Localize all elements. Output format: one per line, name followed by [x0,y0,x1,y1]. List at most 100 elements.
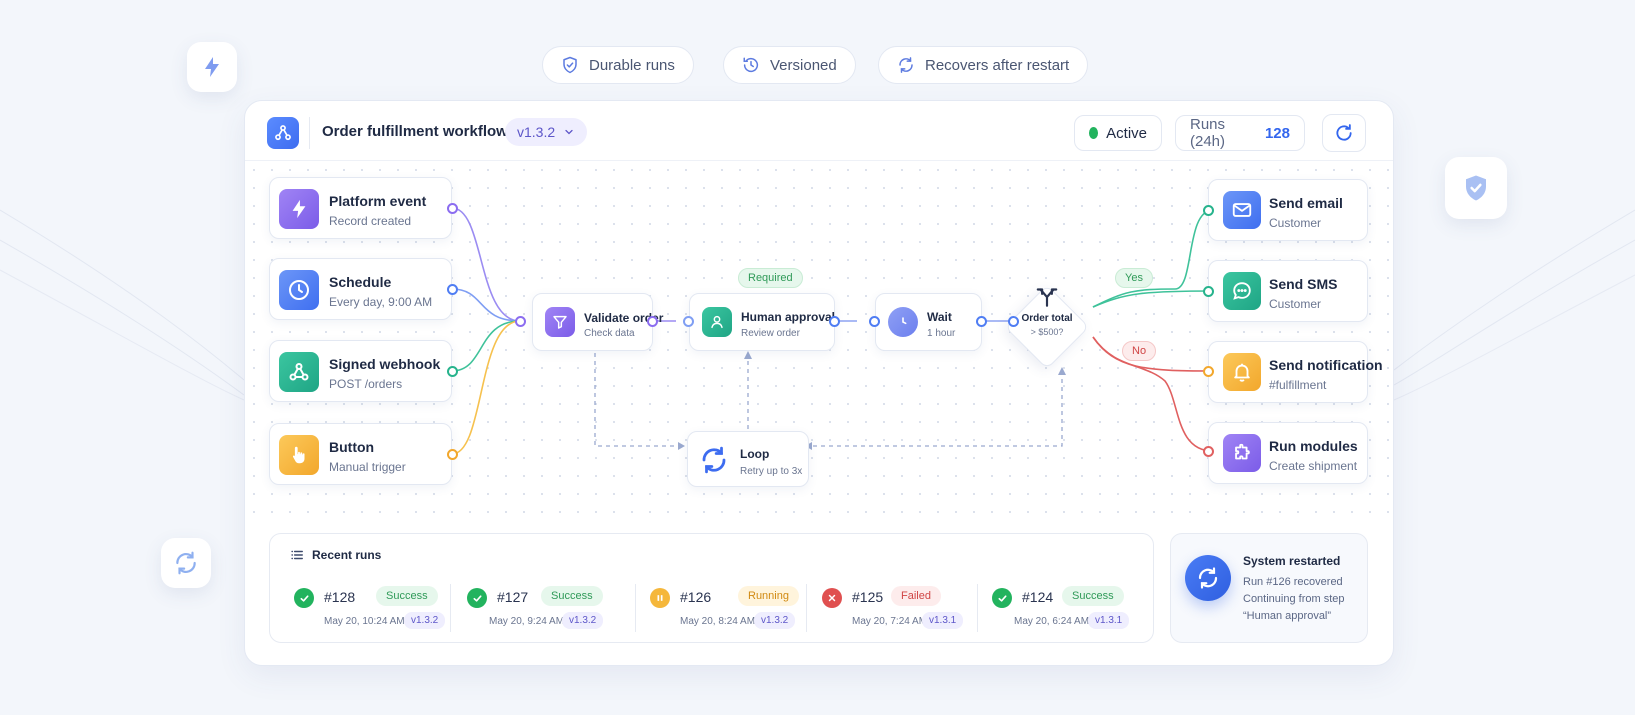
filter-icon [553,315,567,329]
success-icon [294,588,314,608]
run-item[interactable]: #128 Success May 20, 10:24 AM v1.3.2 [294,582,464,632]
trigger-icon-box [279,270,319,310]
status-dot [1089,127,1099,139]
runs-counter[interactable]: Runs (24h) 128 [1175,115,1305,151]
step-subtitle: 1 hour [927,328,956,339]
run-divider [806,584,807,632]
run-date: May 20, 7:24 AM [852,616,928,627]
trigger-subtitle: Record created [329,214,412,228]
version-select[interactable]: v1.3.2 [505,118,588,146]
run-divider [635,584,636,632]
action-subtitle: Customer [1269,297,1322,311]
trigger-signed-webhook[interactable]: Signed webhook POST /orders [269,340,452,402]
action-send-notification[interactable]: Send notification #fulfillment [1208,341,1383,403]
user-icon [711,315,723,329]
trigger-schedule[interactable]: Schedule Every day, 9:00 AM [269,258,452,320]
input-port[interactable] [1203,205,1214,216]
run-status-badge: Success [376,586,438,606]
pill-versioned: Versioned [723,46,856,84]
decision-title: Order total [1021,313,1073,324]
trigger-title: Platform event [329,193,427,209]
lightning-icon [205,57,219,77]
action-title: Send notification [1269,357,1383,373]
step-title: Loop [740,447,770,461]
refresh-icon [176,551,196,575]
step-loop[interactable]: Loop Retry up to 3x [687,431,809,487]
run-item[interactable]: #127 Success May 20, 9:24 AM v1.3.2 [467,582,637,632]
recent-runs-header: Recent runs [290,548,381,562]
system-restart-line: “Human approval” [1243,610,1332,622]
webhook-icon [289,363,309,381]
decision-content: Order total > $500? [997,261,1097,337]
output-port[interactable] [447,366,458,377]
trigger-platform-event[interactable]: Platform event Record created [269,177,452,239]
input-port[interactable] [1203,446,1214,457]
run-status-badge: Failed [891,586,941,606]
step-wait[interactable]: Wait 1 hour [875,293,982,351]
trigger-subtitle: Manual trigger [329,460,406,474]
trigger-icon-box [279,435,319,475]
pill-label: Durable runs [589,56,675,74]
input-port[interactable] [1203,286,1214,297]
no-branch-tag: No [1122,341,1157,361]
run-item[interactable]: #125 Failed May 20, 7:24 AM v1.3.1 [822,582,992,632]
step-subtitle: Retry up to 3x [740,466,803,477]
run-version: v1.3.1 [922,612,964,629]
workflow-card: Order fulfillment workflow v1.3.2 Active… [244,100,1395,666]
workflow-connectors [451,207,1214,455]
refresh-button[interactable] [1322,114,1366,152]
run-version: v1.3.1 [1088,612,1130,629]
runs-label: Runs (24h) [1190,116,1226,150]
input-port[interactable] [1203,366,1214,377]
chat-icon [1233,282,1251,300]
trigger-subtitle: Every day, 9:00 AM [329,295,433,309]
action-icon-box [1223,272,1261,310]
recent-runs-title: Recent runs [312,548,382,562]
trigger-subtitle: POST /orders [329,377,403,391]
status-badge[interactable]: Active [1074,115,1162,151]
action-send-email[interactable]: Send email Customer [1208,179,1368,241]
run-version: v1.3.2 [404,612,446,629]
shield-tile [1445,157,1507,219]
history-icon [743,57,759,73]
output-port[interactable] [976,316,987,327]
action-send-sms[interactable]: Send SMS Customer [1208,260,1368,322]
pill-label: Recovers after restart [925,56,1070,74]
run-date: May 20, 6:24 AM [1014,616,1090,627]
chevron-down-icon [565,129,573,135]
trigger-icon-box [279,189,319,229]
output-port[interactable] [829,316,840,327]
input-port[interactable] [515,316,526,327]
runs-count: 128 [1264,124,1290,142]
output-port[interactable] [647,316,658,327]
refresh-icon [899,57,913,73]
input-port[interactable] [1008,316,1019,327]
step-human-approval[interactable]: Human approval Review order [689,293,835,351]
input-port[interactable] [869,316,880,327]
output-port[interactable] [447,449,458,460]
system-restart-line: Run #126 recovered [1243,576,1343,588]
workflow-header: Order fulfillment workflow v1.3.2 Active… [245,101,1393,161]
action-title: Run modules [1269,438,1358,454]
trigger-title: Button [329,439,375,455]
action-run-modules[interactable]: Run modules Create shipment [1208,422,1368,484]
yes-branch-tag: Yes [1115,268,1153,288]
system-restart-line: Continuing from step [1243,593,1345,605]
trigger-button[interactable]: Button Manual trigger [269,423,452,485]
header-separator [309,117,310,149]
mail-icon [1232,203,1252,217]
refresh-icon [1198,567,1218,589]
required-tag: Required [738,268,803,288]
refresh-icon [1336,124,1352,141]
output-port[interactable] [447,203,458,214]
step-validate-order[interactable]: Validate order Check data [532,293,663,351]
run-date: May 20, 10:24 AM [324,616,405,627]
run-item[interactable]: #126 Running May 20, 8:24 AM v1.3.2 [650,582,820,632]
step-icon-box [698,444,730,476]
input-port[interactable] [683,316,694,327]
shield-icon [563,56,577,74]
run-item[interactable]: #124 Success May 20, 6:24 AM v1.3.1 [992,582,1162,632]
action-title: Send SMS [1269,276,1338,292]
output-port[interactable] [447,284,458,295]
step-subtitle: Check data [584,328,635,339]
